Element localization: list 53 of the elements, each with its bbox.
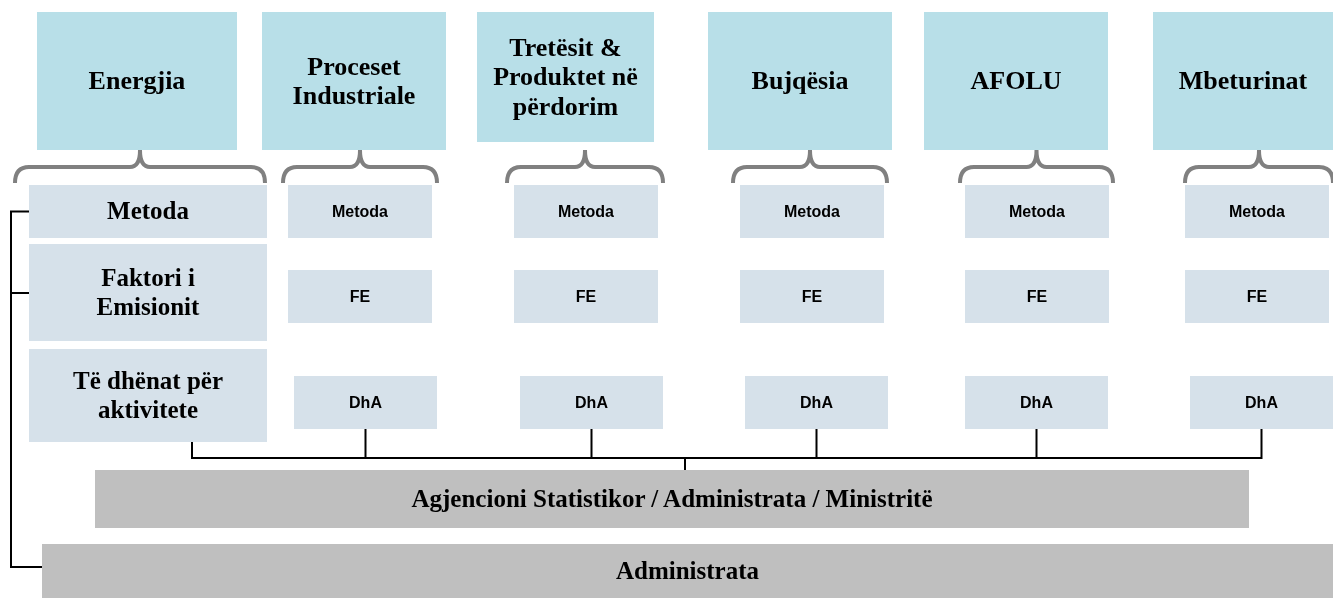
box-label: Bujqësia xyxy=(751,66,849,96)
category-box xyxy=(708,12,892,150)
box-label: Metoda xyxy=(107,197,189,226)
box-label: Të dhënat për aktivitete xyxy=(72,366,224,425)
category-box xyxy=(37,12,237,150)
box-label: Mbeturinat xyxy=(1178,66,1308,96)
box-label: Metoda xyxy=(332,202,388,221)
box-label: DhA xyxy=(1245,393,1278,412)
box-label: FE xyxy=(801,287,823,306)
box-label: Administrata xyxy=(615,557,760,585)
row-header xyxy=(29,349,267,442)
item-box xyxy=(965,185,1109,238)
box-label: Metoda xyxy=(1009,202,1065,221)
box-label: DhA xyxy=(800,393,833,412)
category-box xyxy=(924,12,1108,150)
box-label: Faktori i Emisionit xyxy=(95,263,201,322)
box-label: FE xyxy=(1246,287,1268,306)
item-box xyxy=(294,376,437,429)
item-box xyxy=(965,376,1108,429)
item-box xyxy=(288,270,432,323)
box-label: DhA xyxy=(1020,393,1053,412)
connector-line xyxy=(10,292,43,568)
source-bar xyxy=(95,470,1249,528)
box-label: FE xyxy=(1026,287,1048,306)
item-box xyxy=(740,185,884,238)
box-label: DhA xyxy=(349,393,382,412)
box-label: FE xyxy=(575,287,597,306)
source-bar xyxy=(42,544,1333,598)
item-box xyxy=(965,270,1109,323)
box-label: AFOLU xyxy=(970,66,1062,96)
item-box xyxy=(288,185,432,238)
category-box xyxy=(477,12,654,142)
item-box xyxy=(745,376,888,429)
box-label: Metoda xyxy=(784,202,840,221)
box-label: Metoda xyxy=(1229,202,1285,221)
category-box xyxy=(262,12,446,150)
category-box xyxy=(1153,12,1333,150)
item-box xyxy=(740,270,884,323)
box-label: Metoda xyxy=(558,202,614,221)
item-box xyxy=(1185,270,1329,323)
box-label: Proceset Industriale xyxy=(291,51,417,111)
item-box xyxy=(1185,185,1329,238)
item-box xyxy=(520,376,663,429)
box-label: DhA xyxy=(575,393,608,412)
box-label: FE xyxy=(349,287,371,306)
item-box xyxy=(514,270,658,323)
item-box xyxy=(1190,376,1333,429)
box-label: Energjia xyxy=(88,66,186,96)
box-label: Agjencioni Statistikor / Administrata / Ministritë xyxy=(411,485,933,513)
item-box xyxy=(514,185,658,238)
box-label: Tretësit & Produktet në përdorim xyxy=(492,33,639,121)
row-header xyxy=(29,244,267,341)
row-header xyxy=(29,185,267,238)
